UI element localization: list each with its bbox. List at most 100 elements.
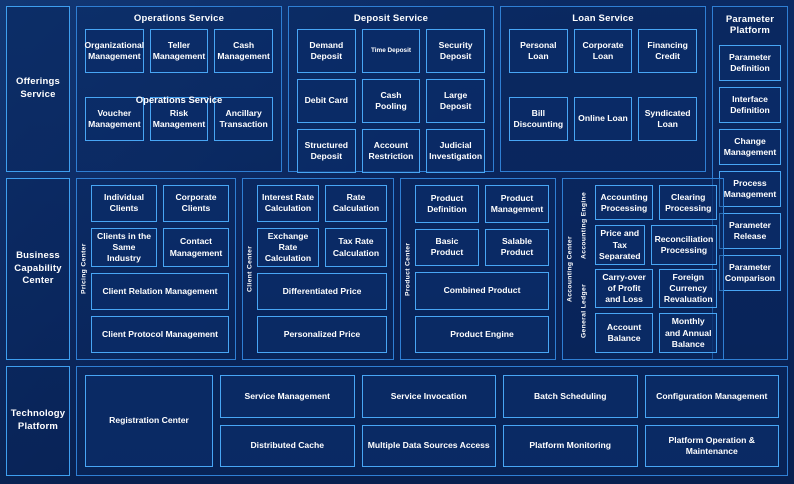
cell-registration-center[interactable]: Registration Center [85,375,213,467]
cell-organizational-management[interactable]: Organizational Management [84,29,144,73]
cell-salable-product[interactable]: Salable Product [485,228,549,266]
cell-online-loan[interactable]: Online Loan [573,97,633,141]
band-label-technology-platform: Technology Platform [6,366,70,476]
sidebar-parameter-platform: Parameter Platform Parameter Definition … [712,6,788,360]
cell-change-management[interactable]: Change Management [719,129,781,165]
group-operations-service: Operations Service Organizational Manage… [76,6,282,172]
cells-loan-service: Personal Loan Corporate Loan Financing C… [501,29,705,141]
vlabel-accounting-engine: Accounting Engine [580,191,588,259]
group-accounting-center: Accounting Center Accounting Engine Acco… [562,178,725,360]
cell-multiple-data-sources-access[interactable]: Multiple Data Sources Access [361,424,496,467]
tech-column-1: Service Management Distributed Cache [220,375,355,467]
cell-process-management[interactable]: Process Management [719,171,781,207]
row-pricing-4: Personalized Price [257,316,387,353]
cell-basic-product[interactable]: Basic Product [415,228,479,266]
cell-corporate-clients[interactable]: Corporate Clients [163,185,229,222]
row-product-2: Basic Product Salable Product [415,228,549,266]
cell-large-deposit[interactable]: Large Deposit [426,79,485,123]
stack-accounting-center: Accounting Engine Accounting Processing … [577,179,723,359]
cell-bill-discounting[interactable]: Bill Discounting [509,97,568,141]
cell-judicial-investigation[interactable]: Judicial Investigation [426,129,485,173]
cell-cash-pooling[interactable]: Cash Pooling [361,79,421,123]
sidebar-title-line1: Parameter [725,14,775,25]
row-client-3: Client Relation Management [91,273,229,311]
cell-carry-over-of-profit-and-loss[interactable]: Carry-over of Profit and Loss [595,268,654,309]
cell-product-engine[interactable]: Product Engine [415,315,549,353]
cell-corporate-loan[interactable]: Corporate Loan [573,29,633,73]
cell-time-deposit[interactable]: Time Deposit [361,29,421,73]
row-product-3: Combined Product [415,272,549,310]
cell-foreign-currency-revaluation[interactable]: Foreign Currency Revaluation [659,268,718,309]
cell-monthly-and-annual-balance[interactable]: Monthly and Annual Balance [659,313,718,353]
sidebar-title-line2: Platform [729,25,771,36]
cell-interface-definition[interactable]: Interface Definition [719,87,781,123]
cell-rate-calculation[interactable]: Rate Calculation [325,185,387,222]
cell-interest-rate-calculation[interactable]: Interest Rate Calculation [257,185,319,222]
row-pricing-3: Differentiated Price [257,273,387,311]
cell-account-restriction[interactable]: Account Restriction [361,129,421,173]
cell-account-balance[interactable]: Account Balance [595,313,654,353]
vlabel-client-center: Client Center [246,245,254,293]
cell-exchange-rate-calculation[interactable]: Exchange Rate Calculation [257,227,319,268]
cells-operations-service: Organizational Management Teller Managem… [77,29,281,141]
tech-column-2: Service Invocation Multiple Data Sources… [361,375,496,467]
cell-structured-deposit[interactable]: Structured Deposit [297,129,356,173]
cell-personal-loan[interactable]: Personal Loan [509,29,568,73]
bcc-label-line3: Center [22,275,54,287]
vlabel-pricing-center: Pricing Center [80,243,88,295]
band-label-business-capability-center: Business Capability Center [6,178,70,360]
cell-demand-deposit[interactable]: Demand Deposit [297,29,356,73]
cell-parameter-comparison[interactable]: Parameter Comparison [719,255,781,291]
cell-risk-management[interactable]: Risk Management [149,97,209,141]
cell-parameter-release[interactable]: Parameter Release [719,213,781,249]
cell-price-and-tax-separated[interactable]: Price and Tax Separated [595,225,645,265]
cell-configuration-management[interactable]: Configuration Management [644,375,779,418]
row-pricing-1: Interest Rate Calculation Rate Calculati… [257,185,387,222]
tech-column-4: Configuration Management Platform Operat… [644,375,779,467]
group-title-deposit-service: Deposit Service [353,13,429,24]
offerings-label-line1: Offerings [15,76,61,88]
group-deposit-service: Deposit Service Demand Deposit Time Depo… [288,6,494,173]
cell-tax-rate-calculation[interactable]: Tax Rate Calculation [325,227,387,268]
cell-security-deposit[interactable]: Security Deposit [426,29,485,73]
vlabel-general-ledger: General Ledger [580,283,588,339]
cell-service-invocation[interactable]: Service Invocation [361,375,496,418]
cell-platform-operation-maintenance[interactable]: Platform Operation & Maintenance [644,424,779,467]
cell-teller-management[interactable]: Teller Management [149,29,209,73]
cell-ancillary-transaction[interactable]: Ancillary Transaction [214,97,273,141]
vlabel-accounting-center: Accounting Center [566,236,574,302]
cell-platform-monitoring[interactable]: Platform Monitoring [503,424,638,467]
cell-debit-card[interactable]: Debit Card [297,79,356,123]
cell-clients-same-industry[interactable]: Clients in the Same Industry [91,227,157,268]
cell-individual-clients[interactable]: Individual Clients [91,185,157,222]
offerings-service-band: Offerings Service Operations Service Org… [6,6,788,360]
cell-parameter-definition[interactable]: Parameter Definition [719,45,781,81]
cell-clearing-processing[interactable]: Clearing Processing [659,185,718,221]
band-label-offerings-service: Offerings Service [6,6,70,172]
cell-syndicated-loan[interactable]: Syndicated Loan [638,97,697,141]
cell-batch-scheduling[interactable]: Batch Scheduling [503,375,638,418]
tech-column-3: Batch Scheduling Platform Monitoring [503,375,638,467]
cell-cash-management[interactable]: Cash Management [214,29,273,73]
cell-contact-management[interactable]: Contact Management [163,227,229,268]
stack-pricing-center: Interest Rate Calculation Rate Calculati… [257,179,393,359]
cell-financing-credit[interactable]: Financing Credit [638,29,697,73]
group-title-operations-service: Operations Service [133,13,225,24]
cell-reconciliation-processing[interactable]: Reconciliation Processing [650,225,718,265]
cell-personalized-price[interactable]: Personalized Price [257,316,387,353]
cell-service-management[interactable]: Service Management [220,375,355,418]
cell-product-management[interactable]: Product Management [485,185,549,223]
group-client-center: Pricing Center Individual Clients Corpor… [76,178,236,360]
cell-client-relation-management[interactable]: Client Relation Management [91,273,229,311]
cell-differentiated-price[interactable]: Differentiated Price [257,273,387,311]
offerings-label-line2: Service [20,89,56,100]
stack-product-center: Product Definition Product Management Ba… [415,179,555,359]
cell-combined-product[interactable]: Combined Product [415,272,549,310]
cell-distributed-cache[interactable]: Distributed Cache [220,424,355,467]
cell-voucher-management[interactable]: Voucher Management [85,97,144,141]
cell-client-protocol-management[interactable]: Client Protocol Management [91,316,229,353]
cell-product-definition[interactable]: Product Definition [415,185,479,223]
section-general-ledger: General Ledger Carry-over of Profit and … [577,268,718,353]
cell-accounting-processing[interactable]: Accounting Processing [595,185,654,221]
